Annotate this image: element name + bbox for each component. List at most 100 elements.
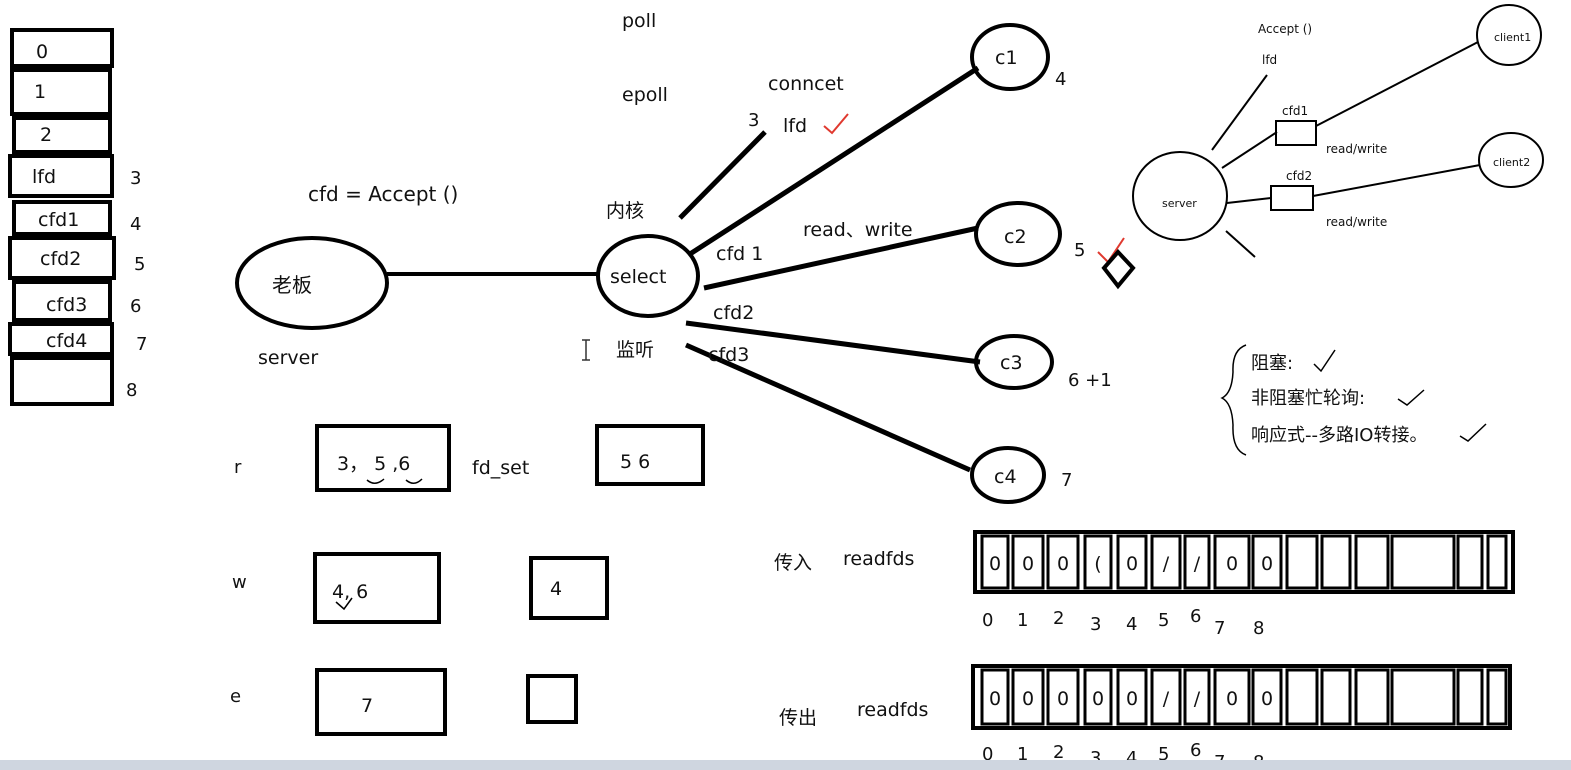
client-fd: 7 xyxy=(1061,470,1072,491)
fd-cell-text: lfd xyxy=(32,166,56,188)
mini-server-node xyxy=(1132,151,1228,241)
io-modes: 阻塞: 非阻塞忙轮询: 响应式--多路IO转接。 xyxy=(1220,344,1487,456)
fd-index: 7 xyxy=(136,334,147,355)
bitmap-bit: 0 xyxy=(1126,688,1138,710)
bitmap-bit: 0 xyxy=(1226,553,1238,575)
server-node-label: 老板 xyxy=(272,273,312,297)
fd-cell-cfd1 xyxy=(12,200,112,236)
bitmap-index: 5 xyxy=(1158,610,1169,631)
client-label: c2 xyxy=(1004,226,1027,248)
io-mode-text: 非阻塞忙轮询: xyxy=(1251,388,1365,409)
clients: c1 4 c2 5 c3 6 +1 c4 7 xyxy=(970,23,1136,504)
bitmap-index: 1 xyxy=(1017,744,1028,765)
fd-cell-text: 0 xyxy=(36,41,48,63)
bitmap-bit: 0 xyxy=(989,688,1001,710)
mini-server-label: server xyxy=(1162,197,1197,210)
fd-set-in-values: 4, 6 xyxy=(332,581,368,603)
connect-label: conncet xyxy=(768,73,844,95)
bitmap-bit: / xyxy=(1194,553,1201,575)
bitmap-cell xyxy=(1320,534,1352,590)
fd-cell-text: cfd1 xyxy=(38,209,79,231)
mini-link xyxy=(1312,164,1481,197)
fd-set-out-box xyxy=(529,556,609,620)
bitmap-cell xyxy=(1011,534,1045,590)
listen-label: 监听 xyxy=(616,339,654,361)
epoll-label: epoll xyxy=(622,84,668,106)
bitmap-cell xyxy=(1213,534,1251,590)
mini-client1-label: client1 xyxy=(1494,31,1531,44)
bitmap-bit: 0 xyxy=(1022,553,1034,575)
bitmap-cell xyxy=(1183,668,1211,726)
tick-mark-icon xyxy=(366,478,423,484)
mini-diagram: server Accept () lfd client1 client2 cfd… xyxy=(1132,4,1544,258)
fd-set-out-values: 4 xyxy=(550,578,562,600)
mini-rw2-label: read/write xyxy=(1326,215,1387,229)
bitmap-index: 3 xyxy=(1090,614,1101,635)
kernel-label: 内核 xyxy=(606,200,644,222)
select-node-label: select xyxy=(610,266,666,288)
lfd-label: lfd xyxy=(783,115,807,137)
server-group: 老板 server cfd = Accept () xyxy=(235,182,598,369)
fd-index: 6 xyxy=(130,296,141,317)
bitmap-index: 6 xyxy=(1190,606,1201,627)
client-label: c1 xyxy=(995,47,1018,69)
fd-set-in-box xyxy=(315,668,447,736)
check-mark-icon xyxy=(1459,423,1487,442)
check-mark-icon xyxy=(1313,349,1336,373)
bitmap-direction: 传出 xyxy=(779,707,817,729)
mini-cfd1-box xyxy=(1275,120,1317,146)
poll-label: poll xyxy=(622,10,656,32)
fd-cell-text: 2 xyxy=(40,124,52,146)
bitmap-index: 0 xyxy=(982,610,993,631)
mini-link xyxy=(1225,230,1256,258)
check-mark-icon xyxy=(1397,389,1425,406)
bitmap-bit: 0 xyxy=(1261,553,1273,575)
client-node xyxy=(970,446,1046,504)
bitmap-cell xyxy=(1251,668,1283,726)
client-fd: 5 xyxy=(1074,240,1085,261)
mini-client-node xyxy=(1478,132,1544,188)
bitmap-bit: / xyxy=(1194,688,1201,710)
bitmap-cell xyxy=(1285,668,1319,726)
bitmap-index: 4 xyxy=(1126,748,1137,769)
client-node xyxy=(974,334,1054,390)
bitmap-cell xyxy=(1320,668,1352,726)
bitmap-cell xyxy=(1390,668,1456,726)
bitmap-bit: 0 xyxy=(1126,553,1138,575)
bitmap-bit: 0 xyxy=(1226,688,1238,710)
bitmap-cell xyxy=(1486,668,1508,726)
client-label: c4 xyxy=(994,466,1017,488)
bitmap-cell xyxy=(1083,534,1113,590)
bitmap-cell xyxy=(1456,534,1484,590)
fd-cell-2 xyxy=(12,116,112,154)
mini-lfd-line xyxy=(1211,74,1268,151)
bitmap-cell xyxy=(1486,534,1508,590)
check-mark-icon xyxy=(823,113,849,135)
fd-set-out-values: 5 6 xyxy=(620,451,650,473)
bitmap-cell xyxy=(1150,534,1182,590)
fd-cell-text: cfd2 xyxy=(40,248,81,270)
fd-cell-text: cfd3 xyxy=(46,294,87,316)
mini-link xyxy=(1221,131,1278,169)
bitmap-index: 1 xyxy=(1017,610,1028,631)
fd-table: 0 1 2 lfd cfd1 cfd2 cfd3 cfd4 3 4 5 6 7 … xyxy=(8,28,147,406)
c2-line xyxy=(703,225,979,291)
c4-line xyxy=(684,342,972,473)
bitmap-name: readfds xyxy=(843,548,914,570)
fd-cell-lfd xyxy=(8,154,114,198)
io-mode-text: 响应式--多路IO转接。 xyxy=(1251,425,1427,446)
fd-cell-0 xyxy=(10,28,114,68)
mini-accept-label: Accept () xyxy=(1258,22,1312,36)
text-cursor-icon xyxy=(582,339,590,361)
fd-index: 8 xyxy=(126,380,137,401)
tick-mark-icon xyxy=(335,597,353,611)
bitmap-cell xyxy=(1116,534,1148,590)
read-write-label: read、write xyxy=(803,219,913,241)
bitmap-cell xyxy=(1046,668,1080,726)
bitmap-cell xyxy=(1011,668,1045,726)
bitmap-name: readfds xyxy=(857,699,928,721)
